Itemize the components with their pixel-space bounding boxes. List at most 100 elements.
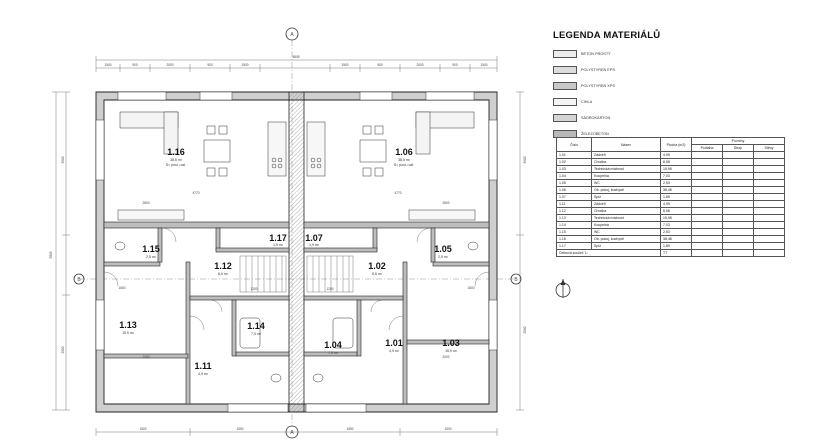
cell: 8,58 [660, 207, 692, 215]
column-header: Číslo [556, 137, 592, 152]
dim-right: 3900 [523, 156, 527, 163]
room-number: 1.05 [434, 244, 452, 254]
cell: Zádveří [591, 151, 661, 159]
dim-inner: 1600 [467, 286, 474, 290]
marker-label: B [514, 277, 518, 283]
dim-inner: 4770 [192, 191, 199, 195]
bathtub-icon [239, 317, 354, 349]
interior-walls [103, 221, 490, 405]
room-number: 1.15 [142, 244, 160, 254]
legend-title: LEGENDA MATERIÁLŮ [553, 30, 661, 41]
room-number: 1.04 [324, 340, 342, 350]
dimension-right [516, 91, 524, 411]
cell: Technická místnost [591, 165, 661, 173]
room-number: 1.01 [385, 338, 403, 348]
marker-label: A [290, 430, 294, 436]
room-area: 2,5 m² [438, 255, 449, 259]
dim-inner: 2800 [442, 201, 449, 205]
room-area: 8,6 m² [218, 272, 229, 276]
cell: 1.15 [556, 228, 592, 236]
total-label: Celková součet: 1: [556, 249, 661, 257]
dim-segment: 900 [132, 63, 138, 67]
column-header: Podlaha [691, 144, 723, 152]
legend-swatch [553, 97, 577, 106]
cell: 15,98 [660, 214, 692, 222]
cell: 1.17 [556, 242, 592, 250]
room-area: 4,9 m² [198, 372, 209, 376]
room-area: 7,0 m² [328, 351, 339, 355]
room-number: 1.06 [395, 147, 413, 157]
room-number: 1.03 [442, 338, 460, 348]
room-number: 1.07 [305, 233, 323, 243]
room-number: 1.13 [119, 320, 137, 330]
legend-label: ŽELEZOBETON [581, 131, 609, 136]
windows [95, 91, 498, 413]
room-area: 38,5 m² [398, 158, 411, 162]
legend-label: SÁDROKARTON [581, 115, 611, 120]
legend-label: CIHLA [581, 99, 593, 104]
legend-swatch [553, 65, 577, 74]
cell: 1.14 [556, 221, 592, 229]
room-number: 1.12 [214, 261, 232, 271]
cell: Koupelna [591, 172, 661, 180]
total-value: TT [660, 249, 692, 257]
dim-inner: 1600 [118, 286, 125, 290]
dimension-bottom [95, 428, 498, 436]
room-number: 1.14 [247, 321, 265, 331]
dim-segment: 1500 [241, 63, 248, 67]
cell: 2,53 [660, 228, 692, 236]
cell: 8,58 [660, 158, 692, 166]
staircase-right [306, 255, 354, 293]
legend-label: POLYSTYREN EPS [581, 67, 615, 72]
legend-label: POLYSTYREN XPS [581, 83, 615, 88]
door-swings [103, 227, 490, 331]
desk-icon [117, 209, 476, 221]
cell: 7,03 [660, 172, 692, 180]
material-legend: LEGENDA MATERIÁLŮ BETON PROSTÝ POLYSTYRE… [553, 30, 813, 143]
dim-left: 5805 [49, 251, 53, 258]
dim-segment: 900 [377, 63, 383, 67]
room-area: 2,5 m² [146, 255, 157, 259]
room-note: S= posl. rozl. [394, 163, 414, 167]
room-label: 1.14 7,0 m² [247, 321, 265, 336]
cell: 1.12 [556, 207, 592, 215]
room-area: 7,0 m² [251, 332, 262, 336]
room-label: 1.07 1,9 m² [305, 233, 323, 247]
room-label: 1.15 2,5 m² [142, 244, 160, 259]
room-label: 1.06 38,5 m² S= posl. rozl. [394, 147, 414, 167]
legend-item: CIHLA [553, 95, 813, 108]
dim-bottom: 1550 [236, 427, 243, 431]
cell: WC [591, 228, 661, 236]
room-label: 1.11 4,9 m² [194, 361, 211, 376]
legend-swatch [553, 81, 577, 90]
cell: 1.13 [556, 214, 592, 222]
dim-inner: 2800 [142, 201, 149, 205]
dim-inner: 1200 [326, 287, 333, 291]
dim-inner: 2000 [442, 355, 449, 359]
table-header-row: Číslo Název Plocha (m2) Povrchy [556, 137, 785, 152]
dim-bottom: 1500 [139, 427, 146, 431]
room-label: 1.16 38,5 m² S= posl. rozl. [166, 147, 186, 167]
column-header: Strop [722, 144, 754, 152]
cell: Chodba [591, 207, 661, 215]
room-label: 1.17 1,9 m² [269, 233, 287, 247]
dim-segment: 2000 [416, 63, 423, 67]
legend-item: POLYSTYREN EPS [553, 63, 813, 76]
cell: 1.11 [556, 200, 592, 208]
room-area: 1,9 m² [273, 243, 284, 247]
kitchen-counter-icon [267, 121, 326, 177]
north-arrow-icon [555, 279, 571, 298]
dim-inner: 2000 [142, 355, 149, 359]
dim-segment: 1500 [104, 63, 111, 67]
cell: 1.04 [556, 172, 592, 180]
cell: 4,99 [660, 200, 692, 208]
room-label: 1.01 4,9 m² [385, 338, 403, 353]
legend-swatch [553, 113, 577, 122]
